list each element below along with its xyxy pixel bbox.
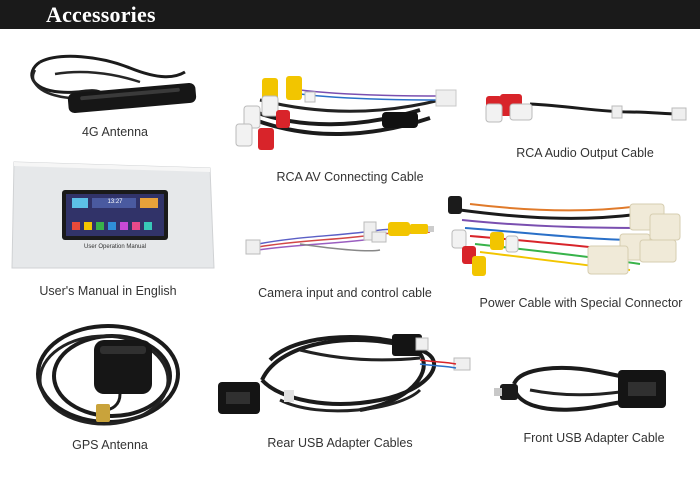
item-label: Rear USB Adapter Cables (267, 436, 413, 450)
manual-screen-text: User Operation Manual (83, 244, 147, 250)
item-label: User's Manual in English (39, 284, 177, 298)
manual-clock: 13:27 (107, 199, 123, 205)
header-bar: Accessories (0, 0, 700, 29)
page-title: Accessories (46, 2, 156, 27)
item-label: Power Cable with Special Connector (479, 296, 683, 310)
item-label: RCA Audio Output Cable (516, 146, 654, 160)
item-label: GPS Antenna (72, 438, 148, 452)
item-label: Front USB Adapter Cable (523, 431, 665, 445)
item-label: Camera input and control cable (258, 286, 432, 300)
item-label: 4G Antenna (81, 125, 149, 139)
item-label: RCA AV Connecting Cable (276, 170, 424, 184)
